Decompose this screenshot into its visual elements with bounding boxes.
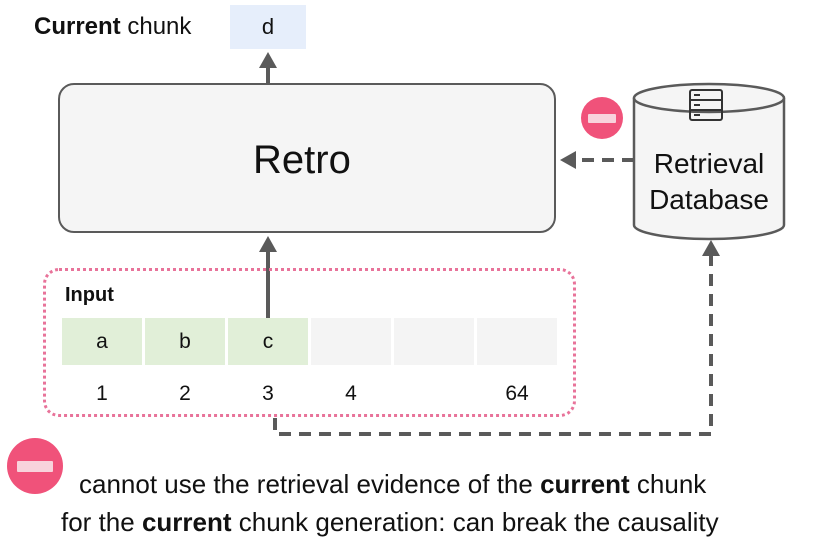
query-path-arrow	[273, 240, 720, 436]
input-cell	[394, 318, 474, 365]
current-bold: Current	[34, 13, 121, 40]
retro-label: Retro	[253, 138, 351, 182]
database-label-line1: Retrieval	[653, 148, 765, 179]
database-cylinder	[632, 82, 786, 241]
input-arrow	[259, 236, 277, 318]
minus-badge-icon	[581, 97, 623, 139]
chunk-word: chunk	[127, 13, 192, 40]
note-text: chunk generation: can break the causalit…	[238, 507, 719, 537]
position-index: 1	[96, 382, 108, 405]
retro-model-box	[58, 83, 556, 233]
minus-note-icon	[7, 438, 63, 494]
position-index: 4	[345, 382, 357, 405]
note-line-1: cannot use the retrieval evidence of the…	[79, 467, 706, 501]
note-text: chunk	[636, 469, 707, 499]
input-cell: b	[145, 318, 225, 365]
input-cell	[477, 318, 557, 365]
current-chunk-label: Current chunk	[34, 13, 191, 41]
note-bold: current	[141, 507, 232, 537]
position-index: 2	[179, 382, 191, 405]
position-index: 64	[505, 382, 529, 405]
position-index: 3	[262, 382, 274, 405]
database-label: Retrieval Database	[634, 146, 784, 218]
server-icon	[689, 89, 723, 121]
input-cell: c	[228, 318, 308, 365]
note-text: cannot use the retrieval evidence of the	[79, 469, 533, 499]
database-label-line2: Database	[649, 184, 769, 215]
output-arrow	[259, 52, 277, 83]
retrieval-arrow	[560, 151, 634, 169]
input-frame	[43, 268, 576, 417]
input-cell	[311, 318, 391, 365]
note-bold: current	[540, 469, 630, 499]
note-line-2: for the current chunk generation: can br…	[61, 505, 719, 539]
note-text: for the	[61, 507, 135, 537]
input-label: Input	[65, 284, 114, 306]
input-cell: a	[62, 318, 142, 365]
output-token-cell: d	[230, 5, 306, 49]
